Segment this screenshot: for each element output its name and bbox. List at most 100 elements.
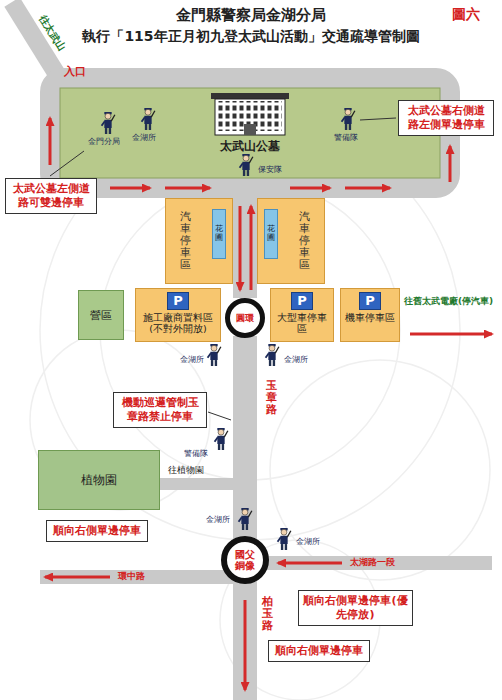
roads — [12, 2, 492, 700]
cemetery-ground — [60, 88, 440, 178]
area-label: 順向右側單邊停車 — [51, 524, 143, 538]
map-line — [49, 118, 52, 165]
map-label: 柏玉路 — [262, 596, 273, 632]
map-label: 警備隊 — [184, 448, 208, 459]
area-label: 太武山公墓 — [220, 138, 280, 155]
map-use — [142, 108, 155, 130]
area-label: 花圃 — [267, 225, 275, 243]
map-label: 金湖所 — [132, 132, 156, 143]
parking-icon: P — [291, 292, 313, 310]
map-use — [342, 108, 355, 130]
callout-box: 太武公墓左側道路可雙邊停車 — [5, 178, 97, 214]
callout-box: 順向右側單邊停車 — [268, 640, 370, 662]
map-label: 金湖所 — [206, 514, 230, 525]
map-use — [278, 528, 291, 550]
map-label: 往太武山 — [35, 12, 68, 53]
map-line — [410, 333, 492, 336]
map-line — [278, 562, 342, 565]
map-label: 入口 — [64, 64, 86, 79]
map-use — [215, 428, 228, 450]
callout-box: 順向右側單邊停車 — [46, 520, 148, 542]
map-label: 執行「115年正月初九登太武山活動」交通疏導管制圖 — [0, 28, 502, 46]
map-use — [208, 344, 221, 366]
map-rect — [160, 478, 234, 490]
area-label: 植物園 — [81, 472, 117, 489]
cemetery-area: 太武山公墓 — [60, 88, 440, 178]
map-line — [208, 412, 231, 420]
map-line — [239, 206, 242, 290]
camp-area: 營區 — [78, 290, 124, 340]
map-line — [110, 187, 150, 190]
map-label: 太湖路一段 — [350, 557, 395, 568]
parking-area: 汽車停車區 花圃 — [257, 198, 325, 284]
area-label: 花圃 — [215, 225, 223, 243]
area-label: 汽車停車區 — [299, 211, 310, 271]
park-area: 植物園 — [38, 450, 160, 510]
map-label: 警備隊 — [334, 132, 358, 143]
parking-icon: P — [167, 292, 189, 310]
map-circle — [270, 360, 490, 580]
area-label: 太武公墓左側道路可雙邊停車 — [10, 182, 92, 210]
area-label: 施工廠商置料區 (不對外開放) — [138, 312, 218, 335]
map-rect — [233, 336, 257, 700]
map-use — [240, 154, 253, 176]
map-label: 往舊太武電廠(停汽車) — [404, 296, 498, 307]
parking-area: P 施工廠商置料區 (不對外開放) — [135, 288, 221, 342]
flowerbed: 花圃 — [264, 209, 278, 259]
map-use — [102, 112, 115, 134]
map-label: 往植物園 — [168, 464, 204, 477]
statue-circle: 國父銅像 — [221, 536, 269, 584]
parking-area: P 機車停車區 — [340, 288, 400, 342]
traffic-arrows — [45, 118, 492, 690]
map-rect — [233, 198, 257, 298]
map-rect — [255, 556, 492, 570]
map-rect — [40, 570, 235, 584]
parking-area: P 大型車停車區 — [270, 288, 334, 342]
map-rect — [60, 88, 440, 178]
map-line — [50, 151, 84, 176]
map-line — [345, 187, 390, 190]
map-rect — [215, 99, 285, 135]
map-line — [45, 576, 110, 579]
map-line — [250, 206, 253, 290]
area-label: 順向右側單邊停車(優先停放) — [303, 594, 408, 622]
map-title: 金門縣警察局金湖分局 — [0, 6, 502, 25]
map-line — [360, 118, 396, 120]
map-use — [239, 508, 252, 530]
map-label: 玉章路 — [266, 380, 277, 416]
area-label: 大型車停車區 — [273, 312, 331, 335]
parking-icon: P — [359, 292, 381, 310]
map-use — [266, 344, 279, 366]
area-label: 機車停車區 — [345, 312, 395, 323]
map-rect — [50, 78, 450, 188]
map-label: 金湖所 — [284, 354, 308, 365]
building-icon — [211, 93, 289, 135]
map-label: 環中路 — [118, 571, 145, 582]
area-label: 汽車停車區 — [180, 211, 191, 271]
faint-swirls — [30, 120, 490, 700]
parking-area: 汽車停車區 花圃 — [165, 198, 233, 284]
callout-box: 順向右側單邊停車(優先停放) — [298, 590, 413, 626]
map-line — [449, 146, 452, 182]
map-label: 圖六 — [452, 6, 480, 24]
callout-box: 機動巡邏管制玉章路禁止停車 — [113, 392, 207, 428]
area-label: 國父銅像 — [234, 549, 256, 572]
leader-lines — [50, 118, 396, 420]
area-label: 圓環 — [236, 312, 254, 325]
map-line — [244, 600, 247, 690]
map-label: 保安隊 — [258, 164, 282, 175]
flowerbed: 花圃 — [212, 209, 226, 259]
map-line — [165, 187, 210, 190]
map-rect — [244, 124, 256, 135]
roundabout-circle: 圓環 — [225, 298, 265, 338]
area-label: 營區 — [90, 308, 112, 323]
callout-box: 太武公墓右側道路左側單邊停車 — [398, 100, 494, 136]
area-label: 太武公墓右側道路左側單邊停車 — [403, 104, 489, 132]
area-label: 順向右側單邊停車 — [273, 644, 365, 658]
map-label: 金湖所 — [296, 536, 320, 547]
map-label: 金湖所 — [180, 354, 204, 365]
area-label: 機動巡邏管制玉章路禁止停車 — [118, 396, 202, 424]
map-rect — [211, 93, 289, 99]
map-label: 金門分局 — [88, 136, 120, 147]
